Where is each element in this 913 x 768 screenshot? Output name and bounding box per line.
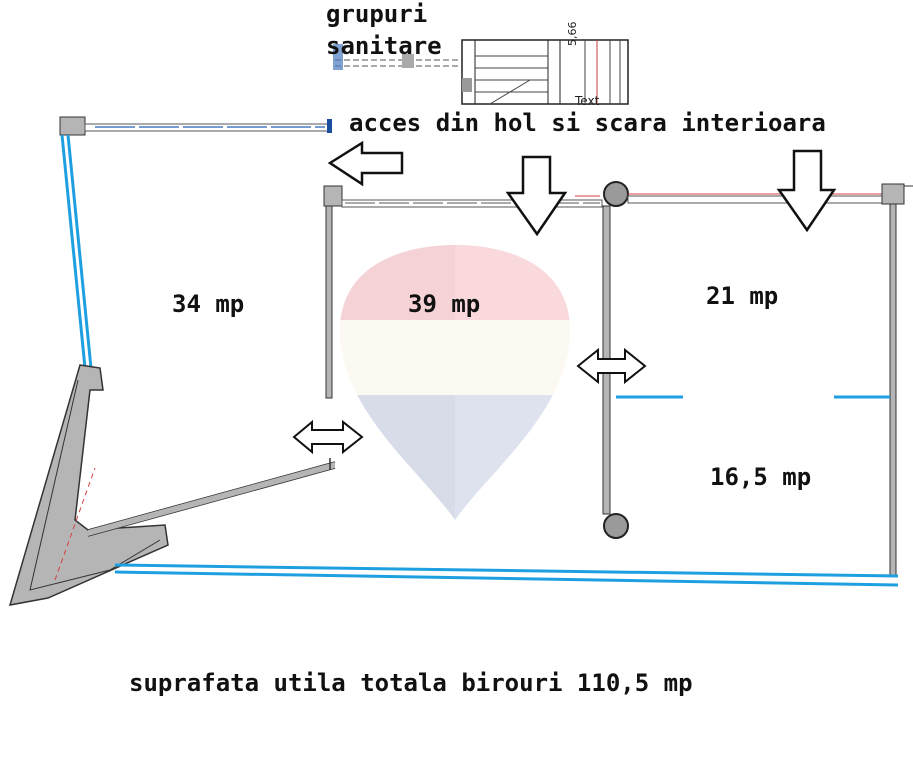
double-arrow-icon [576,347,647,385]
arrow-down-icon [776,149,837,233]
column-top-middle [603,181,629,207]
wall-inner-left [323,185,343,470]
arrow-down-icon [505,155,568,237]
glazing-bottom [114,563,899,587]
room-area-34: 34 mp [172,290,245,318]
room-area-39: 39 mp [408,290,481,318]
wall-right [889,203,897,577]
double-arrow-icon [292,419,364,455]
column-bottom-middle [603,513,629,539]
label-sanitare: sanitare [326,32,442,60]
wall-top-left [59,116,332,136]
stair-dimension: 5,66 [566,21,579,47]
label-grupuri: grupuri [326,0,428,28]
watermark-logo [340,245,570,520]
room-area-16-5: 16,5 mp [710,463,812,491]
wall-wedge [8,364,336,606]
room-area-21: 21 mp [706,282,779,310]
total-area-label: suprafata utila totala birouri 110,5 mp [129,669,693,697]
glazing-left [60,134,93,369]
arrow-left-icon [327,140,404,187]
wall-top-right [627,183,913,205]
label-acces: acces din hol si scara interioara [349,109,826,137]
stair-text: Text [575,94,600,108]
stair-block [333,39,629,105]
